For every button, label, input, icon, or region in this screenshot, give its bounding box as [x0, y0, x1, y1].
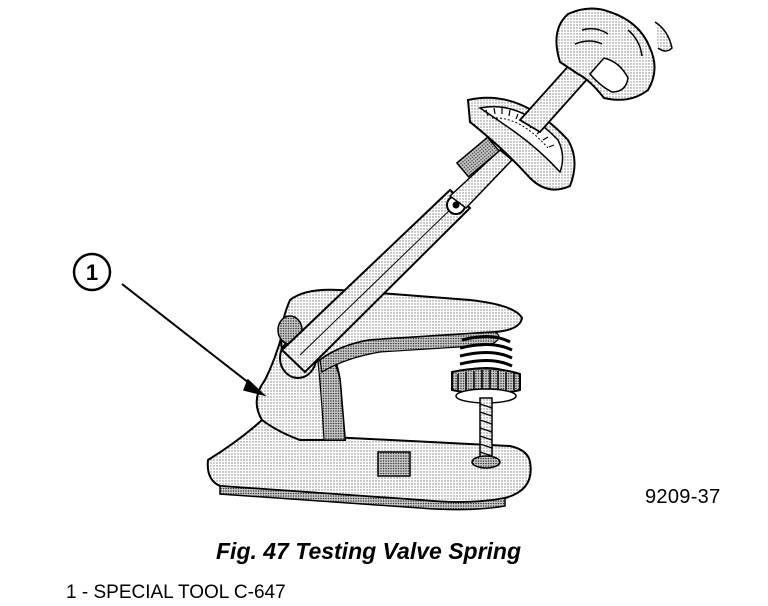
- valve-spring-icon: [451, 335, 521, 469]
- arrow-icon: [121, 283, 267, 397]
- legend-separator: -: [76, 582, 94, 603]
- figure-caption: Fig. 47 Testing Valve Spring: [216, 538, 522, 564]
- legend-label: SPECIAL TOOL C-647: [93, 582, 286, 603]
- legend-item: 1 - SPECIAL TOOL C-647: [66, 582, 286, 604]
- callout-marker: 1: [72, 252, 112, 292]
- callout-number: 1: [86, 260, 98, 285]
- legend-number: 1: [66, 582, 77, 603]
- figure-code: 9209-37: [645, 486, 721, 508]
- torque-wrench-icon: [280, 60, 592, 374]
- hand-icon: [555, 7, 673, 101]
